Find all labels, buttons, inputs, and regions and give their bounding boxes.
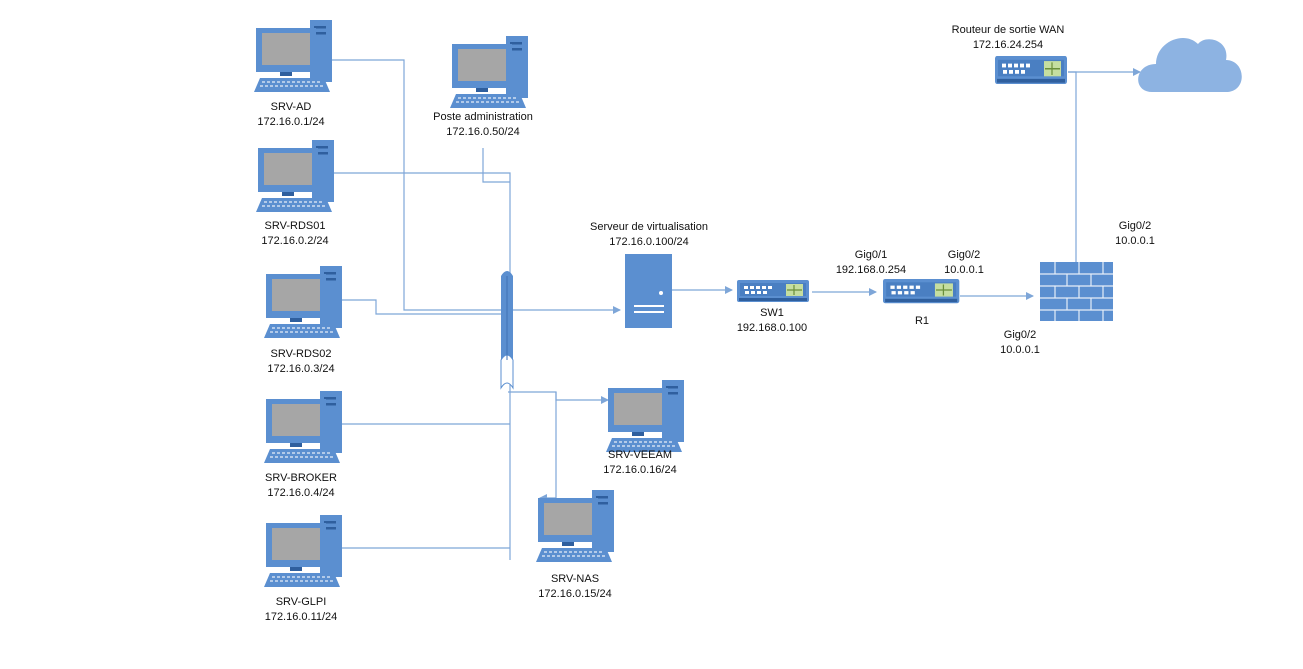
- srv-ad-ip: 172.16.0.1/24: [257, 116, 324, 128]
- srv-veeam-name: SRV-VEEAM: [608, 449, 672, 461]
- srv-nas-ip: 172.16.0.15/24: [538, 588, 611, 600]
- r1-left-port-name: Gig0/1: [855, 249, 887, 261]
- virt-server-name: Serveur de virtualisation: [590, 221, 708, 233]
- r1-name: R1: [915, 315, 929, 327]
- workstation-srv-rds02: [263, 265, 343, 339]
- wan-router-ip: 172.16.24.254: [973, 39, 1043, 51]
- firewall-bottom-port-ip: 10.0.0.1: [1000, 344, 1040, 356]
- firewall-icon: [1040, 262, 1113, 321]
- srv-rds01-ip: 172.16.0.2/24: [261, 235, 328, 247]
- workstation-srv-nas: [535, 489, 615, 563]
- workstation-srv-broker: [263, 390, 343, 464]
- link-srv-veeam: [508, 391, 609, 404]
- srv-rds01-name: SRV-RDS01: [265, 220, 326, 232]
- firewall-top-port-ip: 10.0.0.1: [1115, 235, 1155, 247]
- poste-admin-name: Poste administration: [433, 111, 533, 123]
- link-srv-nas: [539, 392, 557, 502]
- link-firewall-wan: [1068, 71, 1077, 262]
- cloud-icon: [1138, 37, 1242, 92]
- firewall-bottom-port-name: Gig0/2: [1004, 329, 1036, 341]
- poste-admin-ip: 172.16.0.50/24: [446, 126, 519, 138]
- switch-sw1-icon: [736, 279, 810, 303]
- virtualization-server-icon: [625, 254, 672, 328]
- labels: SRV-AD 172.16.0.1/24 SRV-RDS01 172.16.0.…: [257, 24, 1155, 623]
- srv-nas-name: SRV-NAS: [551, 573, 599, 585]
- r1-right-port-ip: 10.0.0.1: [944, 264, 984, 276]
- workstation-srv-veeam: [605, 379, 685, 453]
- link-poste-admin: [482, 148, 510, 183]
- wan-router-name: Routeur de sortie WAN: [952, 24, 1065, 36]
- srv-veeam-ip: 172.16.0.16/24: [603, 464, 676, 476]
- srv-broker-name: SRV-BROKER: [265, 472, 337, 484]
- router-r1-icon: [882, 278, 960, 304]
- srv-broker-ip: 172.16.0.4/24: [267, 487, 334, 499]
- srv-ad-name: SRV-AD: [271, 101, 312, 113]
- srv-rds02-ip: 172.16.0.3/24: [267, 363, 334, 375]
- srv-glpi-name: SRV-GLPI: [276, 596, 327, 608]
- sw1-ip: 192.168.0.100: [737, 322, 807, 334]
- network-bus: [500, 271, 514, 390]
- firewall-top-port-name: Gig0/2: [1119, 220, 1151, 232]
- virt-server-ip: 172.16.0.100/24: [609, 236, 689, 248]
- workstation-poste-admin: [449, 35, 529, 109]
- wan-router-icon: [994, 55, 1068, 85]
- r1-right-port-name: Gig0/2: [948, 249, 980, 261]
- srv-glpi-ip: 172.16.0.11/24: [265, 611, 338, 623]
- workstation-srv-glpi: [263, 514, 343, 588]
- link-srv-rds02: [340, 299, 510, 315]
- sw1-name: SW1: [760, 307, 784, 319]
- link-srv-rds01: [330, 172, 511, 560]
- workstation-srv-rds01: [255, 139, 335, 213]
- r1-left-port-ip: 192.168.0.254: [836, 264, 906, 276]
- workstation-srv-ad: [253, 19, 333, 93]
- srv-rds02-name: SRV-RDS02: [271, 348, 332, 360]
